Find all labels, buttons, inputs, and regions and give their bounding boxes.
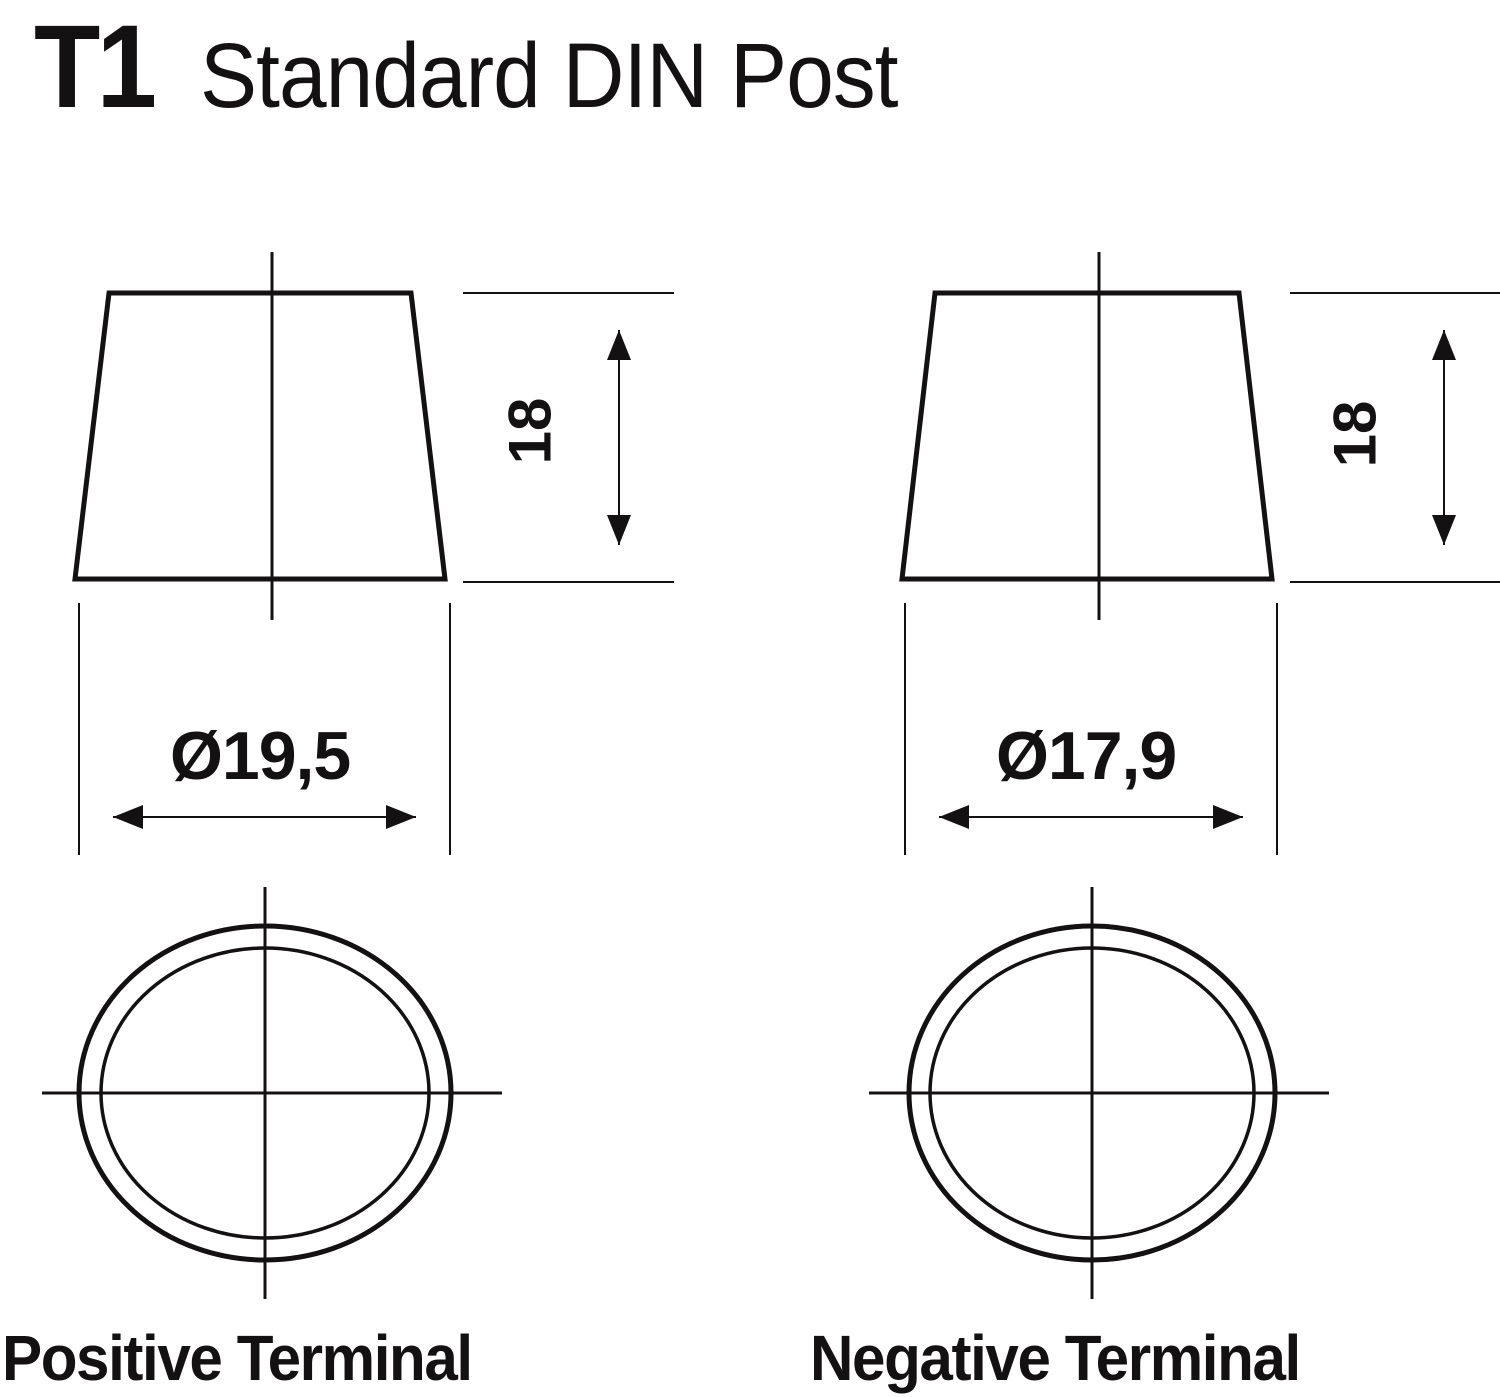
positive-terminal-caption: Positive Terminal [2,1322,473,1394]
negative-post-side-view [899,252,1275,620]
positive-post-top-view [42,887,502,1299]
positive-height-label: 18 [496,397,564,465]
positive-height-dimension [463,292,674,583]
positive-diameter-label: Ø19,5 [170,718,351,794]
negative-diameter-label: Ø17,9 [996,718,1177,794]
positive-diameter-dimension [78,603,451,855]
negative-diameter-dimension [904,603,1278,855]
negative-post-top-view [869,887,1329,1299]
terminal-type-name: Standard DIN Post [199,25,898,127]
diagram-title: T1 Standard DIN Post [34,8,950,128]
negative-height-label: 18 [1321,400,1389,468]
negative-terminal-caption: Negative Terminal [810,1322,1301,1394]
positive-post-side-view [72,252,448,620]
negative-height-dimension [1290,292,1500,583]
terminal-type-code: T1 [34,1,157,133]
